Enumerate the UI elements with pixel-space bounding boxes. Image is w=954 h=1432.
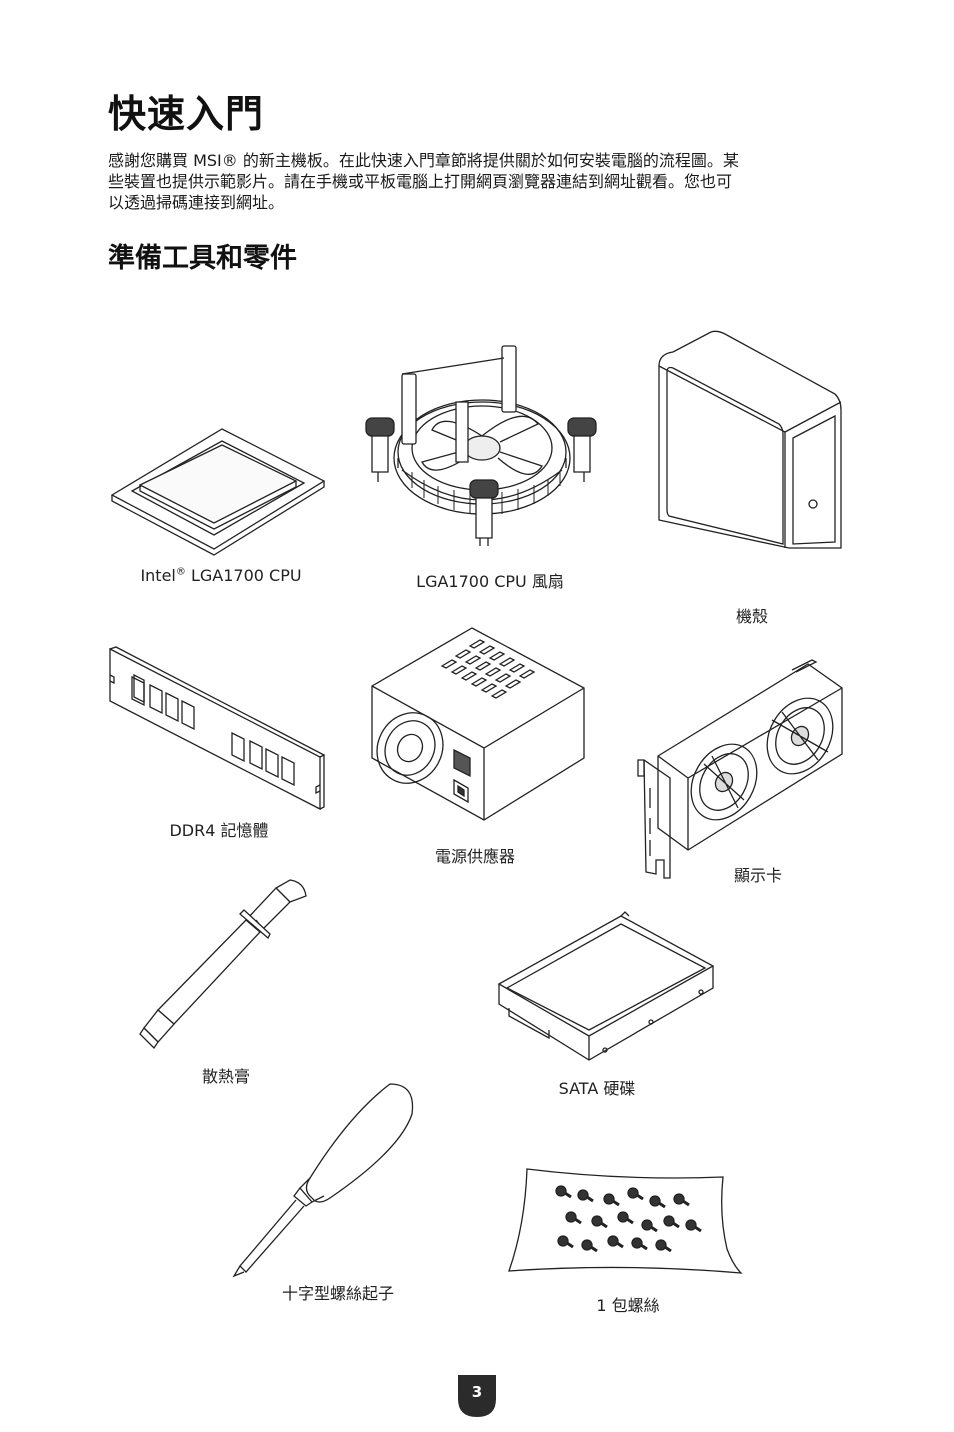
psu-label: 電源供應器 <box>434 847 516 866</box>
intro-line: 些裝置也提供示範影片。請在手機或平板電腦上打開網頁瀏覽器連結到網址觀看。您也可 <box>108 172 733 191</box>
page-number-badge-shape <box>458 1375 496 1417</box>
screw-bag-label: 1 包螺絲 <box>596 1296 660 1315</box>
pc-case-label: 機殼 <box>735 607 769 626</box>
intro-paragraph: 感謝您購買 MSI® 的新主機板。在此快速入門章節將提供關於如何安裝電腦的流程圖… <box>108 150 853 213</box>
sata-hdd-illustration <box>495 912 717 1064</box>
registered-mark: ® <box>175 566 186 578</box>
gpu-illustration <box>632 660 854 880</box>
screw-bag-illustration <box>505 1165 745 1280</box>
intro-line: 以透過掃碼連接到網址。 <box>108 193 285 212</box>
page-number: 3 <box>471 1383 483 1401</box>
ram-illustration <box>108 645 328 815</box>
cpu-illustration <box>110 425 330 555</box>
cpu-fan-label: LGA1700 CPU 風扇 <box>416 572 564 591</box>
cpu-label: Intel® LGA1700 CPU <box>140 566 301 585</box>
cpu-fan-illustration <box>362 340 602 550</box>
sata-hdd-label: SATA 硬碟 <box>558 1079 636 1098</box>
thermal-paste-label: 散熱膏 <box>201 1067 251 1086</box>
section-title: 準備工具和零件 <box>108 243 297 274</box>
page-title: 快速入門 <box>108 92 265 136</box>
screwdriver-illustration <box>230 1080 420 1280</box>
intro-line: 感謝您購買 MSI® 的新主機板。在此快速入門章節將提供關於如何安裝電腦的流程圖… <box>108 151 739 170</box>
thermal-paste-illustration <box>140 876 310 1056</box>
ram-label: DDR4 記憶體 <box>169 821 269 840</box>
screwdriver-label: 十字型螺絲起子 <box>281 1284 395 1303</box>
gpu-label: 顯示卡 <box>733 866 783 885</box>
page-number-badge <box>458 1375 496 1417</box>
cpu-label-prefix: Intel <box>140 566 176 585</box>
cpu-label-suffix: LGA1700 CPU <box>185 566 302 585</box>
pc-case-illustration <box>655 330 845 555</box>
psu-illustration <box>370 628 588 823</box>
